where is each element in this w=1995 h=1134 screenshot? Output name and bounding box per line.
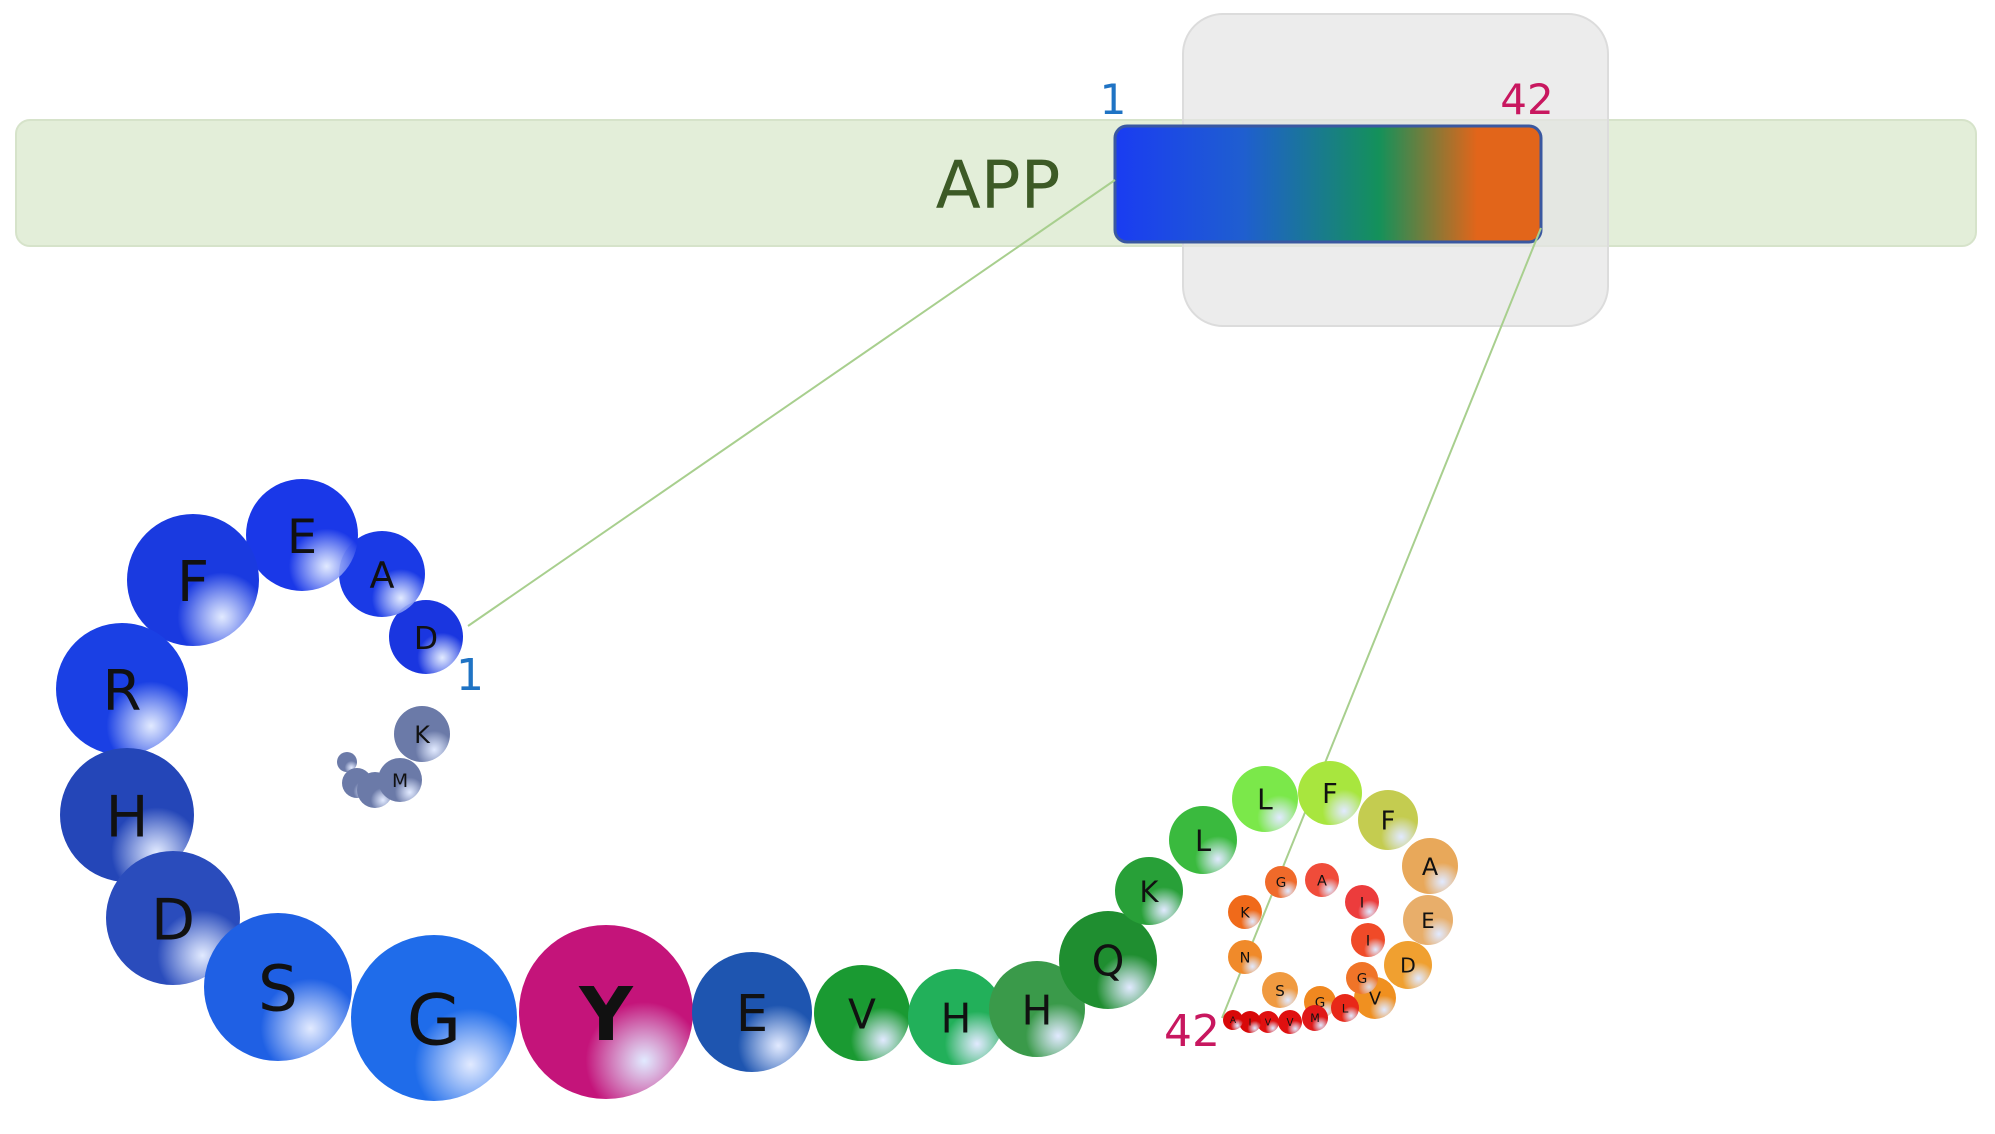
residue-5: [56, 623, 188, 755]
residue-letter-39: A: [1230, 1016, 1237, 1026]
residue-letter-19: F: [1322, 779, 1338, 810]
residue-11: [692, 952, 812, 1072]
residue-letter-18: L: [1257, 784, 1273, 817]
residue-letter-24: V: [1369, 989, 1382, 1010]
prefix-residue-5: [337, 752, 357, 772]
residue-1: [389, 600, 463, 674]
residue-18: [1232, 766, 1298, 832]
residue-letter-16: K: [1140, 875, 1160, 909]
residue-23: [1384, 941, 1432, 989]
residue-29: [1265, 866, 1297, 898]
residue-34: [1331, 994, 1359, 1022]
residue-letter-21: A: [1422, 853, 1439, 881]
residue-letter-8: S: [258, 953, 298, 1026]
residue-16: [1115, 857, 1183, 925]
residue-letter-15: Q: [1092, 937, 1125, 986]
residue-2: [339, 531, 425, 617]
residue-31: [1228, 940, 1262, 974]
residue-letter-9: G: [407, 980, 462, 1062]
residue-28: [1305, 863, 1339, 897]
residue-letter-25: G: [1357, 971, 1368, 987]
residue-letter-26: I: [1366, 933, 1370, 949]
residue-letter-38: I: [1249, 1018, 1252, 1029]
residue-letter-32: S: [1275, 982, 1285, 1000]
connector-line-start: [467, 179, 1116, 627]
residue-4: [127, 514, 259, 646]
residue-14: [989, 961, 1085, 1057]
residue-7: [106, 851, 240, 985]
residue-letter-29: G: [1276, 875, 1287, 891]
residue-letter-5: R: [103, 659, 142, 724]
residue-letter-3: E: [287, 510, 317, 565]
residue-3: [246, 479, 358, 591]
residue-37: [1257, 1011, 1279, 1033]
residue-letter-30: K: [1240, 905, 1250, 921]
residue-12: [814, 965, 910, 1061]
prefix-residue-2: [378, 758, 422, 802]
residue-letter-22: E: [1421, 909, 1434, 934]
residue-letter-1: D: [414, 621, 438, 657]
residue-30: [1228, 895, 1262, 929]
residue-19: [1298, 761, 1362, 825]
fragment-end-label: 42: [1500, 75, 1553, 124]
residue-letter-33: G: [1315, 995, 1326, 1011]
protein-label: APP: [936, 147, 1061, 224]
residue-letter-13: H: [941, 994, 972, 1042]
residue-letter-34: L: [1342, 1001, 1349, 1015]
residue-17: [1169, 806, 1237, 874]
prefix-residues: MK: [337, 706, 450, 808]
residue-36: [1278, 1010, 1302, 1034]
residue-letter-6: H: [106, 784, 149, 850]
residue-32: [1262, 972, 1298, 1008]
residue-10: [519, 925, 693, 1099]
fragment-bar: [1113, 124, 1543, 244]
residue-22: [1403, 895, 1453, 945]
residue-13: [908, 969, 1004, 1065]
residue-letter-23: D: [1400, 954, 1416, 978]
residue-letter-20: F: [1381, 807, 1396, 837]
residue-25: [1346, 962, 1378, 994]
residue-letter-28: A: [1317, 873, 1327, 889]
residue-letter-12: V: [848, 990, 876, 1038]
residue-letter-4: F: [177, 550, 209, 615]
residue-letter-2: A: [369, 554, 394, 597]
residue-39: [1223, 1010, 1243, 1030]
residue-letter-11: E: [736, 985, 768, 1044]
residue-letter-36: V: [1287, 1018, 1294, 1029]
residue-letter-17: L: [1195, 824, 1211, 858]
residue-20: [1358, 790, 1418, 850]
residue-38: [1239, 1011, 1261, 1033]
connector-line-end: [1221, 227, 1542, 1019]
residue-6: [60, 748, 194, 882]
residue-letter-14: H: [1022, 986, 1053, 1034]
residue-letter-10: Y: [578, 972, 634, 1058]
residue-21: [1402, 838, 1458, 894]
residue-35: [1302, 1005, 1328, 1031]
prefix-residue-1: [394, 706, 450, 762]
chain-start-label: 1: [456, 650, 484, 701]
residue-letter-31: N: [1240, 950, 1251, 966]
chain-end-label: 42: [1164, 1006, 1220, 1057]
prefix-residue-letter-1: K: [414, 721, 431, 749]
residue-9: [351, 935, 517, 1101]
residue-27: [1345, 885, 1379, 919]
residue-letter-27: I: [1360, 895, 1364, 911]
residue-letter-37: V: [1265, 1018, 1272, 1029]
prefix-residue-letter-2: M: [392, 771, 408, 792]
residue-8: [204, 913, 352, 1061]
residue-letter-35: M: [1310, 1012, 1320, 1025]
residue-15: [1059, 911, 1157, 1009]
residue-26: [1351, 923, 1385, 957]
fragment-start-label: 1: [1100, 75, 1127, 124]
residue-letter-7: D: [151, 887, 195, 953]
